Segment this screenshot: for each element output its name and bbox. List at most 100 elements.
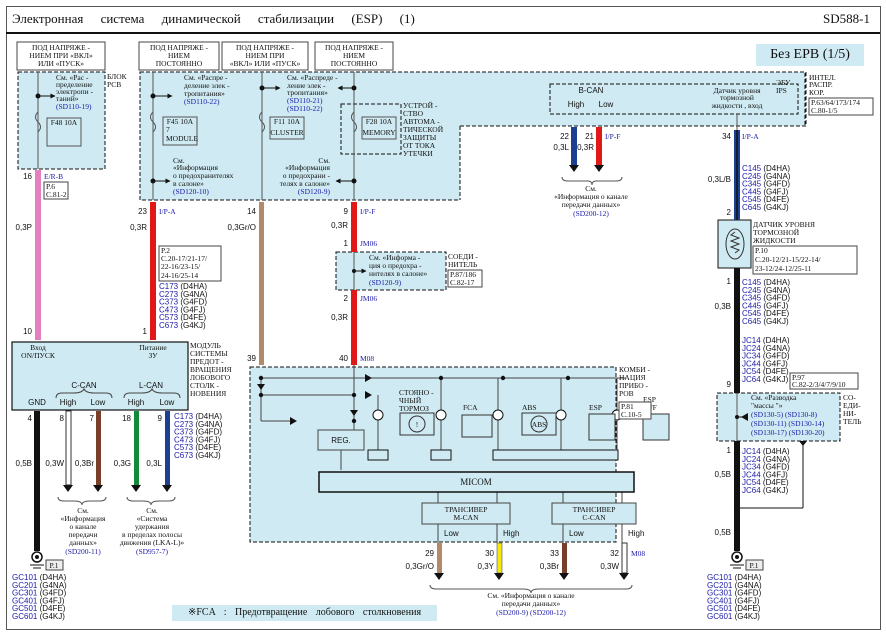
svg-text:ТОРМОЗНОЙ: ТОРМОЗНОЙ [753,228,800,237]
svg-text:C.10-5: C.10-5 [621,410,642,419]
svg-text:«ВКЛ» ИЛИ «ПУСК»: «ВКЛ» ИЛИ «ПУСК» [230,59,301,68]
svg-text:P.10: P.10 [755,246,768,255]
svg-text:ДАТЧИК УРОВНЯ: ДАТЧИК УРОВНЯ [753,220,815,229]
variant-list-c173-a: C173 (D4HA)C273 (G4NA)C373 (G4FD)C473 (G… [159,282,208,330]
svg-text:См.: См. [77,506,89,515]
svg-text:2: 2 [344,294,349,303]
svg-text:электропи -: электропи - [56,87,93,96]
svg-text:23-12/24-12/25-11: 23-12/24-12/25-11 [755,264,812,273]
wire-red-1 [150,202,156,340]
svg-text:ПОСТОЯННО: ПОСТОЯННО [156,59,203,68]
variant-row: JC24 (G4NA) [742,344,790,353]
variant-row: JC14 (D4HA) [742,447,790,456]
svg-text:10: 10 [23,327,32,336]
svg-text:о предохрани -: о предохрани - [283,171,331,180]
svg-text:0,3Gr/O: 0,3Gr/O [406,562,434,571]
svg-text:ПРЕДОТ -: ПРЕДОТ - [190,357,224,366]
title-divider [6,32,880,34]
svg-text:ЕДИ-: ЕДИ- [843,401,861,410]
ips-white-cutout [460,126,806,201]
variant-row: C373 (G4FD) [174,428,222,437]
svg-text:СТОЛК -: СТОЛК - [190,381,219,390]
svg-text:18: 18 [122,414,131,423]
svg-text:См. «Распре -: См. «Распре - [184,73,228,82]
wire-bcan-low [596,127,602,165]
svg-text:0,3W: 0,3W [600,562,619,571]
variant-row: JC54 (D4FE) [742,367,789,376]
svg-text:КОР.: КОР. [809,88,824,97]
svg-text:СОЕДИ -: СОЕДИ - [448,252,478,261]
svg-text:M08: M08 [631,549,645,558]
variant-row: C273 (G4NA) [174,420,223,429]
memory-fuse-block [340,103,402,155]
svg-text:I/P-F: I/P-F [605,132,620,141]
svg-text:23: 23 [138,207,147,216]
svg-text:НОВЕНИЯ: НОВЕНИЯ [190,389,226,398]
svg-text:Low: Low [569,529,584,538]
wire-pink [35,170,41,340]
svg-text:СТОЯНО -: СТОЯНО - [399,388,434,397]
cluster-label: КОМБИ - НАЦИЯ ПРИБО - РОВ P.81 C.10-5 [618,365,652,420]
variant-row: JC44 (G4FJ) [742,359,788,368]
svg-text:CLUSTER: CLUSTER [270,128,303,137]
variant-row: C245 (G4NA) [742,286,791,295]
svg-text:C-CAN: C-CAN [71,381,97,390]
svg-text:ПРИБО -: ПРИБО - [619,381,649,390]
svg-text:34: 34 [722,132,731,141]
svg-text:JM06: JM06 [360,239,377,248]
svg-text:УТЕЧКИ: УТЕЧКИ [403,149,433,158]
variant-row: JC14 (D4HA) [742,336,790,345]
svg-text:(SD200-9) (SD200-12): (SD200-9) (SD200-12) [496,608,566,617]
svg-text:передачи данных»: передачи данных» [562,200,621,209]
svg-text:(SD130-17) (SD130-20): (SD130-17) (SD130-20) [751,428,825,437]
ips-ref-1: См. «Распре - деление элек - тропитания»… [184,73,230,106]
svg-text:АВТОМА -: АВТОМА - [403,117,440,126]
fuse-f28: F28 10A MEMORY [361,116,397,140]
variant-row: C573 (D4FE) [159,313,206,322]
svg-text:о канале: о канале [70,522,98,531]
svg-text:УСТРОЙ -: УСТРОЙ - [403,101,438,110]
svg-text:ABS: ABS [522,403,537,412]
wire-cl-mcan-high [496,542,503,574]
svg-text:0,3Gr/O: 0,3Gr/O [228,223,256,232]
svg-text:High: High [128,398,144,407]
reg-block [317,429,365,451]
svg-text:High: High [628,529,644,538]
svg-text:таний»: таний» [56,94,79,103]
svg-text:ТЕЛЬ: ТЕЛЬ [843,417,862,426]
svg-text:C.82-2/3/4/7/9/10: C.82-2/3/4/7/9/10 [792,380,846,389]
variant-list-jc14-b: JC14 (D4HA)JC24 (G4NA)JC34 (G4FD)JC44 (G… [742,447,790,495]
variant-list-c145-b: C145 (D4HA)C245 (G4NA)C345 (G4FD)C445 (G… [742,278,791,326]
junction-ref: См. «Информа - ция о предохра - нителях … [352,252,483,288]
svg-text:РОВ: РОВ [619,389,634,398]
variant-row: C173 (D4HA) [159,282,207,291]
variant-row: GC201 (G4NA) [12,581,67,590]
wire-cl-mcan-low [437,543,442,573]
svg-text:(SD120-9): (SD120-9) [298,187,331,196]
variant-row: GC501 (D4FE) [12,604,66,613]
svg-text:ЧНЫЙ: ЧНЫЙ [399,396,422,405]
variant-row: C645 (G4KJ) [742,203,789,212]
svg-text:ЛОБОВОГО: ЛОБОВОГО [190,373,231,382]
transceiver-ccan: ТРАНСИВЕР C-CAN [551,502,637,525]
variant-row: C245 (G4NA) [742,172,791,181]
svg-text:C.20-17/21-17/: C.20-17/21-17/ [161,254,208,263]
ips-ref-4: См. «Информация о предохрани - телях в с… [280,156,331,196]
svg-text:M08: M08 [360,354,374,363]
svg-text:MODULE: MODULE [166,134,198,143]
variant-row: C145 (D4HA) [742,278,790,287]
svg-text:ция о предохра -: ция о предохра - [369,261,422,270]
svg-text:ТРАНСИВЕР: ТРАНСИВЕР [445,505,488,514]
fuse-f48: F48 10A [46,117,82,147]
svg-text:F28 10A: F28 10A [366,117,393,126]
svg-text:Low: Low [91,398,106,407]
svg-text:ТИЧЕСКОЙ: ТИЧЕСКОЙ [403,125,444,134]
variant-row: C345 (G4FD) [742,180,790,189]
svg-text:High: High [503,529,519,538]
svg-text:жидкости , вход: жидкости , вход [711,101,763,110]
wire-end-arrows [63,165,629,580]
fca-icon [461,414,493,438]
svg-text:"массы "»: "массы "» [751,401,783,410]
abs-icon [521,412,557,436]
